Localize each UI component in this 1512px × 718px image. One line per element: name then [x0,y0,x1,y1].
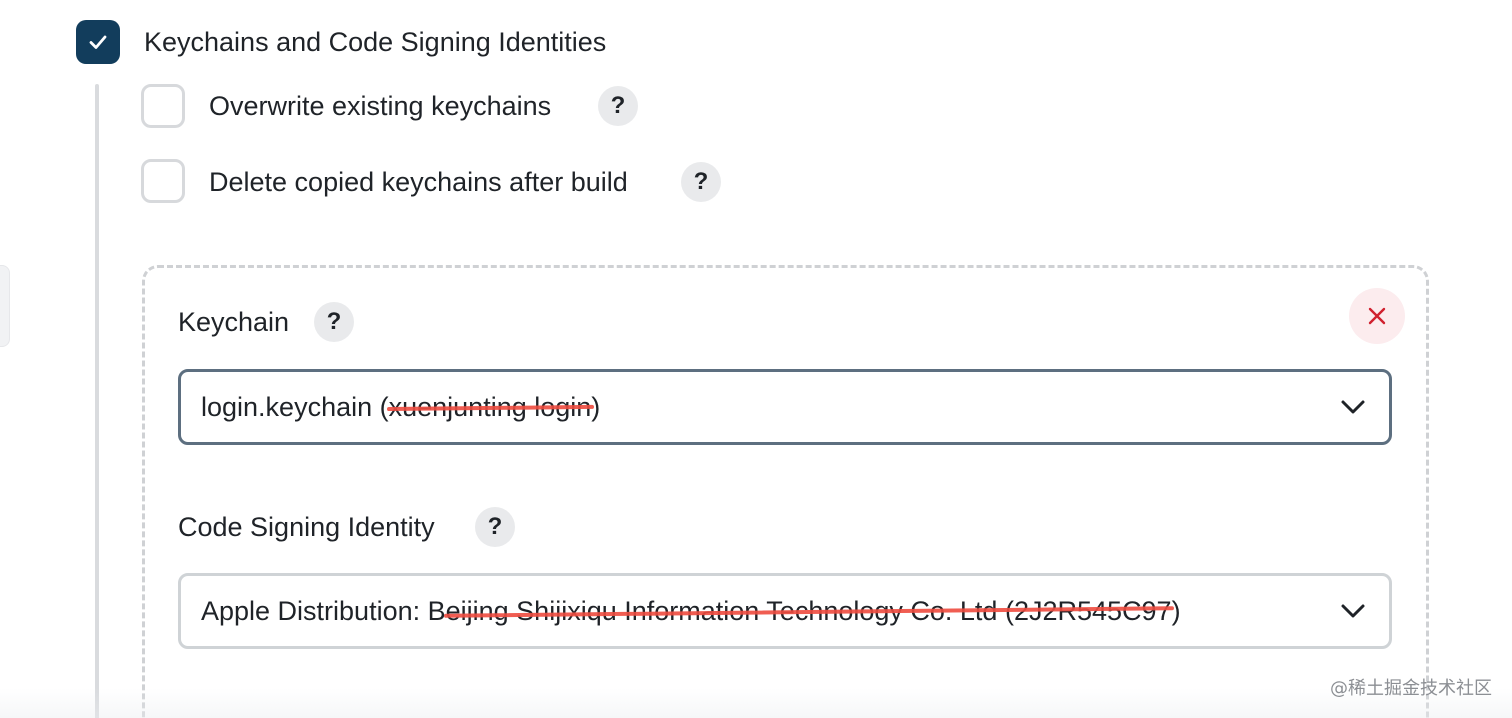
redacted-text: eijing Shijixiqu Information Technology … [445,595,1172,626]
overwrite-keychains-help-button[interactable]: ? [598,86,638,126]
delete-copied-keychains-label: Delete copied keychains after build [209,167,628,197]
chevron-down-icon [1341,604,1365,618]
bottom-fade [0,688,1512,718]
overwrite-keychains-label: Overwrite existing keychains [209,91,552,121]
chevron-down-icon [1341,400,1365,414]
close-icon [1368,307,1386,325]
keychain-entry-container [142,265,1429,718]
watermark: @稀土掘金技术社区 [1330,678,1492,699]
keychain-label: Keychain [178,307,290,337]
redacted-text: xuenjunting login [388,391,592,422]
keychain-select-value: login.keychain (xuenjunting login) [201,391,601,422]
code-signing-identity-select-value: Apple Distribution: Beijing Shijixiqu In… [201,595,1181,626]
section-title: Keychains and Code Signing Identities [144,27,607,57]
overwrite-keychains-checkbox[interactable] [141,84,185,128]
delete-copied-keychains-help-button[interactable]: ? [681,162,721,202]
nesting-guide-line [95,84,99,718]
keychain-help-button[interactable]: ? [314,302,354,342]
checkmark-icon [89,35,107,49]
code-signing-identity-help-button[interactable]: ? [475,507,515,547]
delete-copied-keychains-checkbox[interactable] [141,159,185,203]
code-signing-identity-select[interactable]: Apple Distribution: Beijing Shijixiqu In… [178,573,1392,649]
remove-entry-button[interactable] [1349,288,1405,344]
side-panel-edge [0,265,10,347]
code-signing-identity-label: Code Signing Identity [178,512,435,542]
keychain-select[interactable]: login.keychain (xuenjunting login) [178,369,1392,445]
keychains-section-checkbox[interactable] [76,20,120,64]
